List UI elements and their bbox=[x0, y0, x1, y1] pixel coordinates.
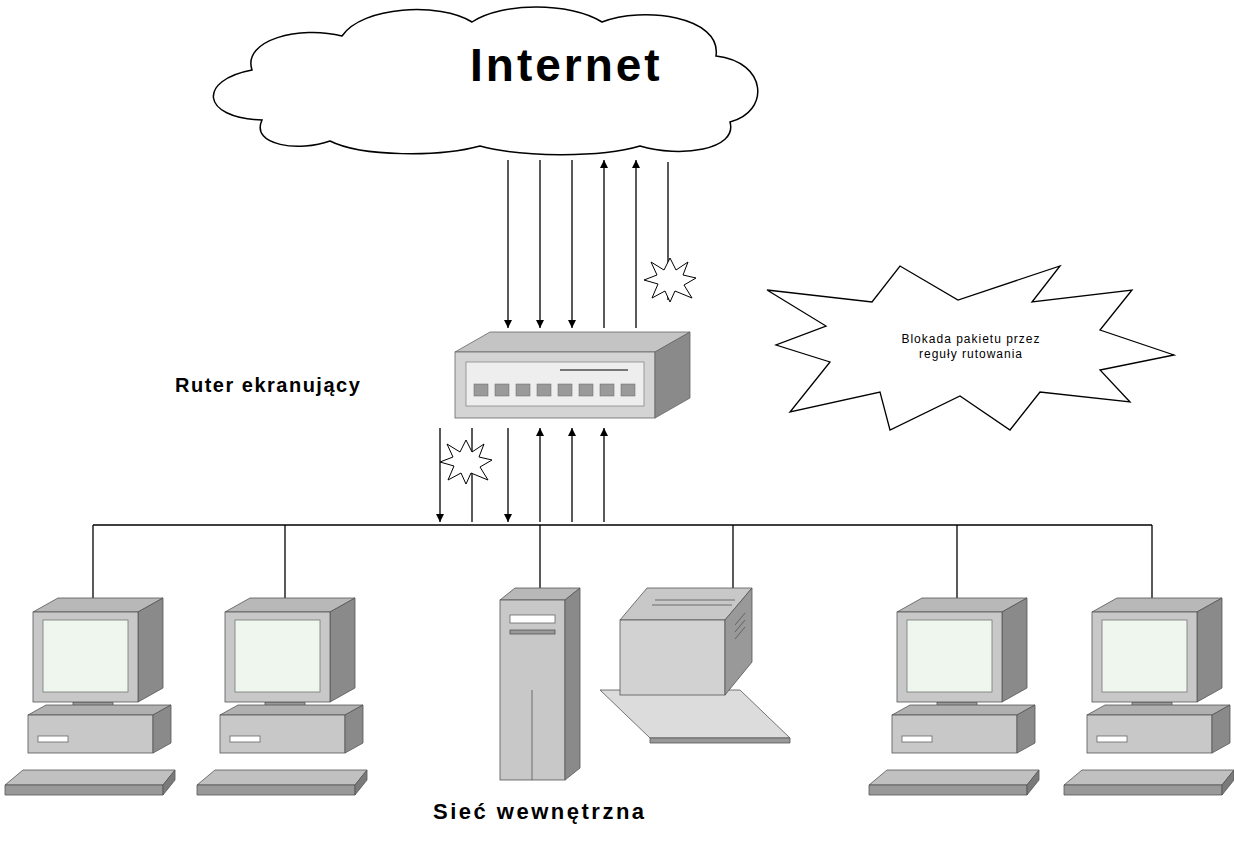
network-bus-part bbox=[92, 525, 93, 604]
traffic-arrows-lower-part bbox=[539, 428, 540, 522]
printer-icon-part bbox=[600, 690, 790, 738]
network-bus-part bbox=[93, 524, 1152, 525]
router-label: Ruter ekranujący bbox=[175, 374, 361, 397]
callout-burst: Blokada pakietu przez reguły rutowania bbox=[765, 262, 1177, 432]
printer-icon-part bbox=[620, 620, 725, 695]
traffic-arrow bbox=[507, 160, 508, 328]
cloud-outline bbox=[213, 7, 757, 155]
network-bus-part bbox=[539, 525, 540, 592]
printer-icon-part bbox=[735, 613, 745, 625]
printer-icon bbox=[600, 588, 790, 743]
printer-icon-part bbox=[725, 588, 752, 695]
router-ports-part bbox=[537, 384, 551, 396]
block-burst bbox=[644, 258, 696, 302]
cloud-label: Internet bbox=[470, 38, 663, 92]
printer-icon-part bbox=[650, 738, 790, 743]
block-burst bbox=[440, 440, 492, 484]
traffic-arrows-lower-part bbox=[571, 428, 572, 522]
server-icon-part bbox=[565, 588, 580, 780]
traffic-arrow bbox=[635, 160, 636, 328]
network-bus-part bbox=[1151, 525, 1152, 604]
server-icon-part bbox=[500, 600, 565, 780]
callout-text: Blokada pakietu przez reguły rutowania bbox=[886, 332, 1056, 362]
traffic-arrow bbox=[539, 160, 540, 328]
network-bus-part bbox=[956, 525, 957, 604]
server-icon-part bbox=[510, 615, 555, 623]
router-ports-part bbox=[474, 384, 488, 396]
network-bus-part bbox=[284, 525, 285, 604]
network-bus bbox=[93, 525, 1152, 604]
router-side bbox=[655, 332, 690, 418]
traffic-arrows-lower bbox=[440, 428, 604, 522]
router-ports-part bbox=[600, 384, 614, 396]
traffic-arrows-lower-part bbox=[471, 428, 472, 522]
network-label: Sieć wewnętrzna bbox=[433, 799, 647, 825]
router-ports-part bbox=[495, 384, 509, 396]
block-burst-part bbox=[440, 440, 492, 484]
server-icon-part bbox=[532, 690, 533, 780]
printer-icon-part bbox=[735, 627, 745, 639]
traffic-arrows-lower-part bbox=[603, 428, 604, 522]
router-ports-part bbox=[621, 384, 635, 396]
traffic-arrows-lower-part bbox=[507, 428, 508, 522]
printer-icon-part bbox=[652, 605, 732, 606]
starburst-outline bbox=[767, 266, 1174, 430]
computer-icon bbox=[869, 598, 1039, 795]
router-ports bbox=[474, 384, 635, 396]
router-led-bar bbox=[560, 369, 628, 371]
router-ports-part bbox=[516, 384, 530, 396]
computer-icon bbox=[1064, 598, 1234, 795]
router-ports-part bbox=[579, 384, 593, 396]
computer-icon bbox=[197, 598, 367, 795]
computer-icon bbox=[5, 598, 175, 795]
cloud-node: Internet bbox=[200, 0, 770, 160]
printer-icon-part bbox=[655, 600, 735, 601]
router-panel bbox=[466, 362, 644, 406]
server-icon bbox=[500, 588, 580, 780]
traffic-arrows-lower-part bbox=[439, 428, 440, 522]
router-ports-part bbox=[558, 384, 572, 396]
router-node: Ruter ekranujący bbox=[170, 328, 695, 425]
printer-icon-part bbox=[735, 620, 745, 632]
traffic-arrow bbox=[571, 160, 572, 328]
block-burst-part bbox=[644, 258, 696, 302]
router-top bbox=[455, 332, 690, 352]
server-icon-part bbox=[510, 630, 555, 634]
router-front bbox=[455, 352, 655, 418]
network-bus-part bbox=[732, 525, 733, 594]
traffic-arrow bbox=[603, 160, 604, 328]
